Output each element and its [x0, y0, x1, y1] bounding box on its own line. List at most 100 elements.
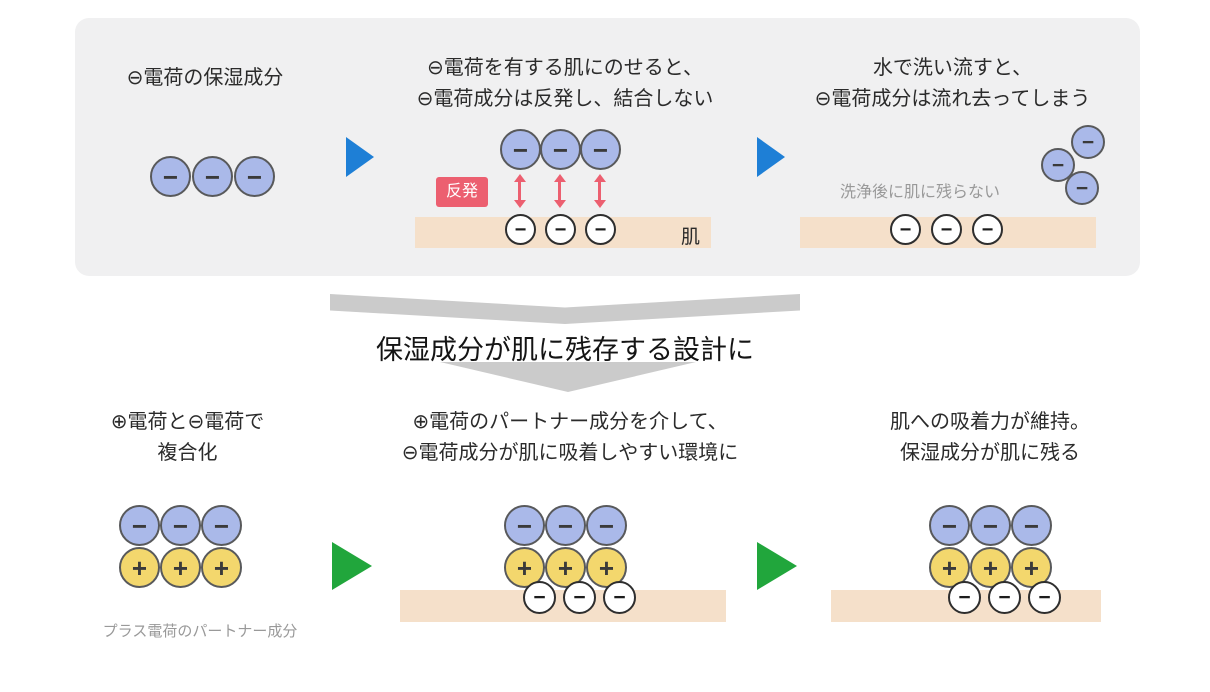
- minus-symbol: −: [533, 586, 546, 609]
- title-line: ⊕電荷のパートナー成分を介して、: [412, 411, 728, 433]
- minus-symbol: −: [899, 218, 912, 241]
- minus-symbol: −: [557, 510, 574, 541]
- negative-charge-icon: −: [500, 129, 541, 170]
- title-line: ⊖電荷を有する肌にのせると、: [427, 57, 703, 79]
- minus-symbol: −: [1023, 510, 1040, 541]
- skin-negative-charge-icon: −: [948, 581, 981, 614]
- minus-symbol: −: [554, 218, 567, 241]
- positive-charge-icon: +: [160, 547, 201, 588]
- negative-charge-icon: −: [192, 156, 233, 197]
- repulsion-arrow-icon: [593, 174, 607, 208]
- plus-symbol: +: [172, 552, 189, 583]
- repulsion-badge: 反発: [436, 177, 489, 207]
- title-line: ⊕電荷と⊖電荷で: [110, 411, 265, 433]
- flow-arrow-icon: [332, 542, 372, 590]
- minus-symbol: −: [941, 510, 958, 541]
- minus-symbol: −: [598, 510, 615, 541]
- negative-charge-icon: −: [234, 156, 275, 197]
- repulsion-arrow-icon: [553, 174, 567, 208]
- minus-symbol: −: [573, 586, 586, 609]
- positive-charge-icon: +: [119, 547, 160, 588]
- plus-symbol: +: [131, 552, 148, 583]
- bottom-panel3-title: 肌への吸着力が維持。 保湿成分が肌に残る: [805, 407, 1175, 469]
- minus-symbol: −: [1075, 176, 1089, 200]
- title-line: ⊖電荷成分は反発し、結合しない: [416, 88, 714, 110]
- washed-away-negative-charge-icon: −: [1071, 125, 1105, 159]
- minus-symbol: −: [613, 586, 626, 609]
- negative-charge-icon: −: [201, 505, 242, 546]
- skin-negative-charge-icon: −: [931, 214, 962, 245]
- plus-symbol: +: [557, 552, 574, 583]
- minus-symbol: −: [131, 510, 148, 541]
- partner-note: プラス電荷のパートナー成分: [102, 623, 298, 640]
- minus-symbol: −: [592, 134, 609, 165]
- plus-symbol: +: [1023, 552, 1040, 583]
- repulsion-arrow-icon: [513, 174, 527, 208]
- title-line: ⊖電荷成分が肌に吸着しやすい環境に: [401, 442, 739, 464]
- minus-symbol: −: [516, 510, 533, 541]
- minus-symbol: −: [1081, 130, 1095, 154]
- title-line: 肌への吸着力が維持。: [890, 411, 1090, 433]
- skin-negative-charge-icon: −: [545, 214, 576, 245]
- positive-charge-icon: +: [504, 547, 545, 588]
- minus-symbol: −: [940, 218, 953, 241]
- negative-charge-icon: −: [545, 505, 586, 546]
- repulsion-arrow-stem: [598, 180, 601, 202]
- skin-negative-charge-icon: −: [988, 581, 1021, 614]
- plus-symbol: +: [516, 552, 533, 583]
- skin-label: 肌: [681, 227, 701, 248]
- title-line: 水で洗い流すと、: [872, 57, 1033, 79]
- positive-charge-icon: +: [545, 547, 586, 588]
- flow-arrow-icon: [757, 542, 797, 590]
- bottom-panel1-title: ⊕電荷と⊖電荷で 複合化: [60, 407, 315, 469]
- top-panel1-title: ⊖電荷の保湿成分: [90, 63, 320, 94]
- negative-charge-icon: −: [580, 129, 621, 170]
- repulsion-arrow-stem: [518, 180, 521, 202]
- minus-symbol: −: [204, 161, 221, 192]
- negative-charge-icon: −: [586, 505, 627, 546]
- minus-symbol: −: [981, 218, 994, 241]
- title-line: ⊖電荷成分は流れ去ってしまう: [814, 88, 1091, 110]
- transition-title: 保湿成分が肌に残存する設計に: [376, 335, 754, 365]
- top-panel3-title: 水で洗い流すと、 ⊖電荷成分は流れ去ってしまう: [780, 53, 1125, 115]
- minus-symbol: −: [213, 510, 230, 541]
- minus-symbol: −: [958, 586, 971, 609]
- negative-charge-icon: −: [540, 129, 581, 170]
- skin-negative-charge-icon: −: [1028, 581, 1061, 614]
- skin-negative-charge-icon: −: [563, 581, 596, 614]
- positive-charge-icon: +: [586, 547, 627, 588]
- transition-arrow-tip-icon: [440, 362, 696, 392]
- minus-symbol: −: [512, 134, 529, 165]
- repulsion-arrow-stem: [558, 180, 561, 202]
- plus-symbol: +: [213, 552, 230, 583]
- minus-symbol: −: [552, 134, 569, 165]
- washed-away-negative-charge-icon: −: [1065, 171, 1099, 205]
- top-panel2-title: ⊖電荷を有する肌にのせると、 ⊖電荷成分は反発し、結合しない: [385, 53, 745, 115]
- negative-charge-icon: −: [970, 505, 1011, 546]
- minus-symbol: −: [998, 586, 1011, 609]
- minus-symbol: −: [594, 218, 607, 241]
- title-line: 複合化: [157, 442, 218, 464]
- minus-symbol: −: [982, 510, 999, 541]
- skin-negative-charge-icon: −: [603, 581, 636, 614]
- skin-negative-charge-icon: −: [505, 214, 536, 245]
- plus-symbol: +: [982, 552, 999, 583]
- negative-charge-icon: −: [1011, 505, 1052, 546]
- negative-charge-icon: −: [160, 505, 201, 546]
- title-line: 保湿成分が肌に残る: [900, 442, 1080, 464]
- minus-symbol: −: [172, 510, 189, 541]
- minus-symbol: −: [246, 161, 263, 192]
- negative-charge-icon: −: [150, 156, 191, 197]
- minus-symbol: −: [514, 218, 527, 241]
- minus-symbol: −: [162, 161, 179, 192]
- skin-negative-charge-icon: −: [972, 214, 1003, 245]
- minus-symbol: −: [1051, 153, 1065, 177]
- flow-arrow-icon: [346, 137, 374, 177]
- positive-charge-icon: +: [201, 547, 242, 588]
- skin-negative-charge-icon: −: [585, 214, 616, 245]
- skin-negative-charge-icon: −: [523, 581, 556, 614]
- skin-negative-charge-icon: −: [890, 214, 921, 245]
- negative-charge-icon: −: [504, 505, 545, 546]
- transition-arrow-top-icon: [330, 294, 800, 324]
